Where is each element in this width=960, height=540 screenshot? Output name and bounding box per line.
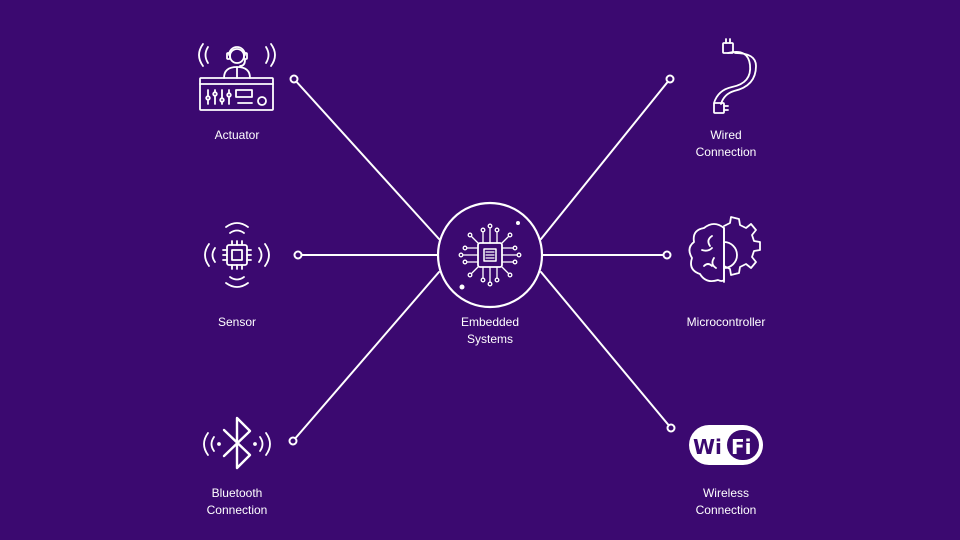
connector-actuator xyxy=(293,78,440,240)
dot-bluetooth xyxy=(288,436,298,446)
dot-actuator xyxy=(289,74,299,84)
brain-gear-icon xyxy=(688,216,761,283)
node-label-bluetooth: Bluetooth Connection xyxy=(206,486,268,517)
connector-lines xyxy=(292,78,672,442)
node-label-wireless: Wireless Connection xyxy=(695,486,757,517)
connector-wireless xyxy=(540,271,672,429)
node-label-wired: Wired Connection xyxy=(695,128,757,159)
connector-wired xyxy=(540,78,671,240)
dot-microcontroller xyxy=(662,250,672,260)
node-label-sensor: Sensor xyxy=(217,315,257,329)
sensor-signal-icon xyxy=(204,222,270,288)
connector-dots xyxy=(288,74,676,446)
wifi-icon: Wi Fi xyxy=(689,425,763,465)
dot-sensor xyxy=(293,250,303,260)
connector-bluetooth xyxy=(292,271,440,442)
dot-wired xyxy=(665,74,675,84)
cable-icon xyxy=(713,38,757,114)
node-label-microcontroller: Microcontroller xyxy=(686,315,766,329)
svg-text:Fi: Fi xyxy=(731,435,752,459)
svg-text:Wi: Wi xyxy=(693,435,722,459)
bluetooth-icon xyxy=(203,416,271,470)
control-panel-operator-icon xyxy=(198,43,276,111)
node-label-actuator: Actuator xyxy=(214,128,260,142)
dot-wireless xyxy=(666,423,676,433)
center-label: Embedded Systems xyxy=(460,315,520,346)
chip-icon xyxy=(436,201,544,309)
